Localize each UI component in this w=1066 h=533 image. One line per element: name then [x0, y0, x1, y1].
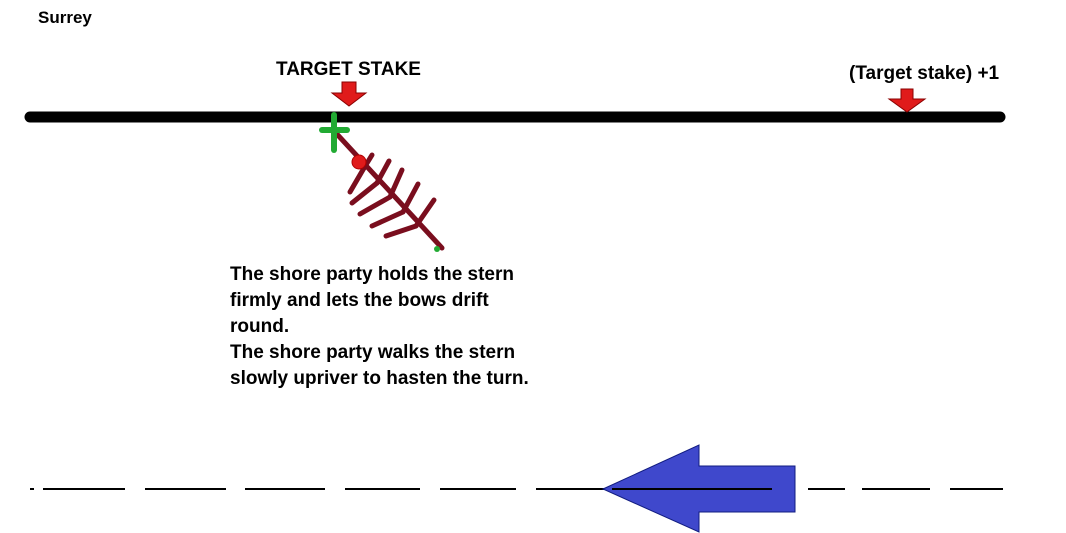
oar [347, 165, 367, 195]
oar [387, 167, 405, 200]
oar [349, 180, 380, 206]
oar [400, 181, 421, 215]
oar [369, 209, 406, 229]
target-stake-label: TARGET STAKE [276, 59, 421, 80]
note-line: The shore party holds the stern [230, 264, 514, 285]
oar [357, 194, 393, 217]
oar [374, 158, 392, 186]
stream-direction-arrow-icon [601, 444, 796, 533]
note-line: The shore party walks the stern [230, 342, 516, 363]
target-stake-marker-icon [330, 81, 368, 107]
note-line: slowly upriver to hasten the turn. [230, 368, 529, 389]
boat-icon [332, 129, 445, 251]
oar [383, 223, 419, 239]
bank-label: Surrey [38, 8, 92, 27]
stern-marker-icon [351, 154, 367, 170]
note-line: firmly and lets the bows drift [230, 290, 489, 311]
note-line: round. [230, 316, 290, 337]
shore-party-icon [319, 112, 350, 153]
next-stake-marker-icon [887, 88, 927, 113]
instruction-notes: The shore party holds the stern firmly a… [230, 262, 529, 392]
oar [413, 197, 437, 229]
bow-marker-icon [434, 246, 440, 252]
next-stake-label: (Target stake) +1 [849, 63, 1000, 84]
boat-hull [332, 129, 445, 251]
